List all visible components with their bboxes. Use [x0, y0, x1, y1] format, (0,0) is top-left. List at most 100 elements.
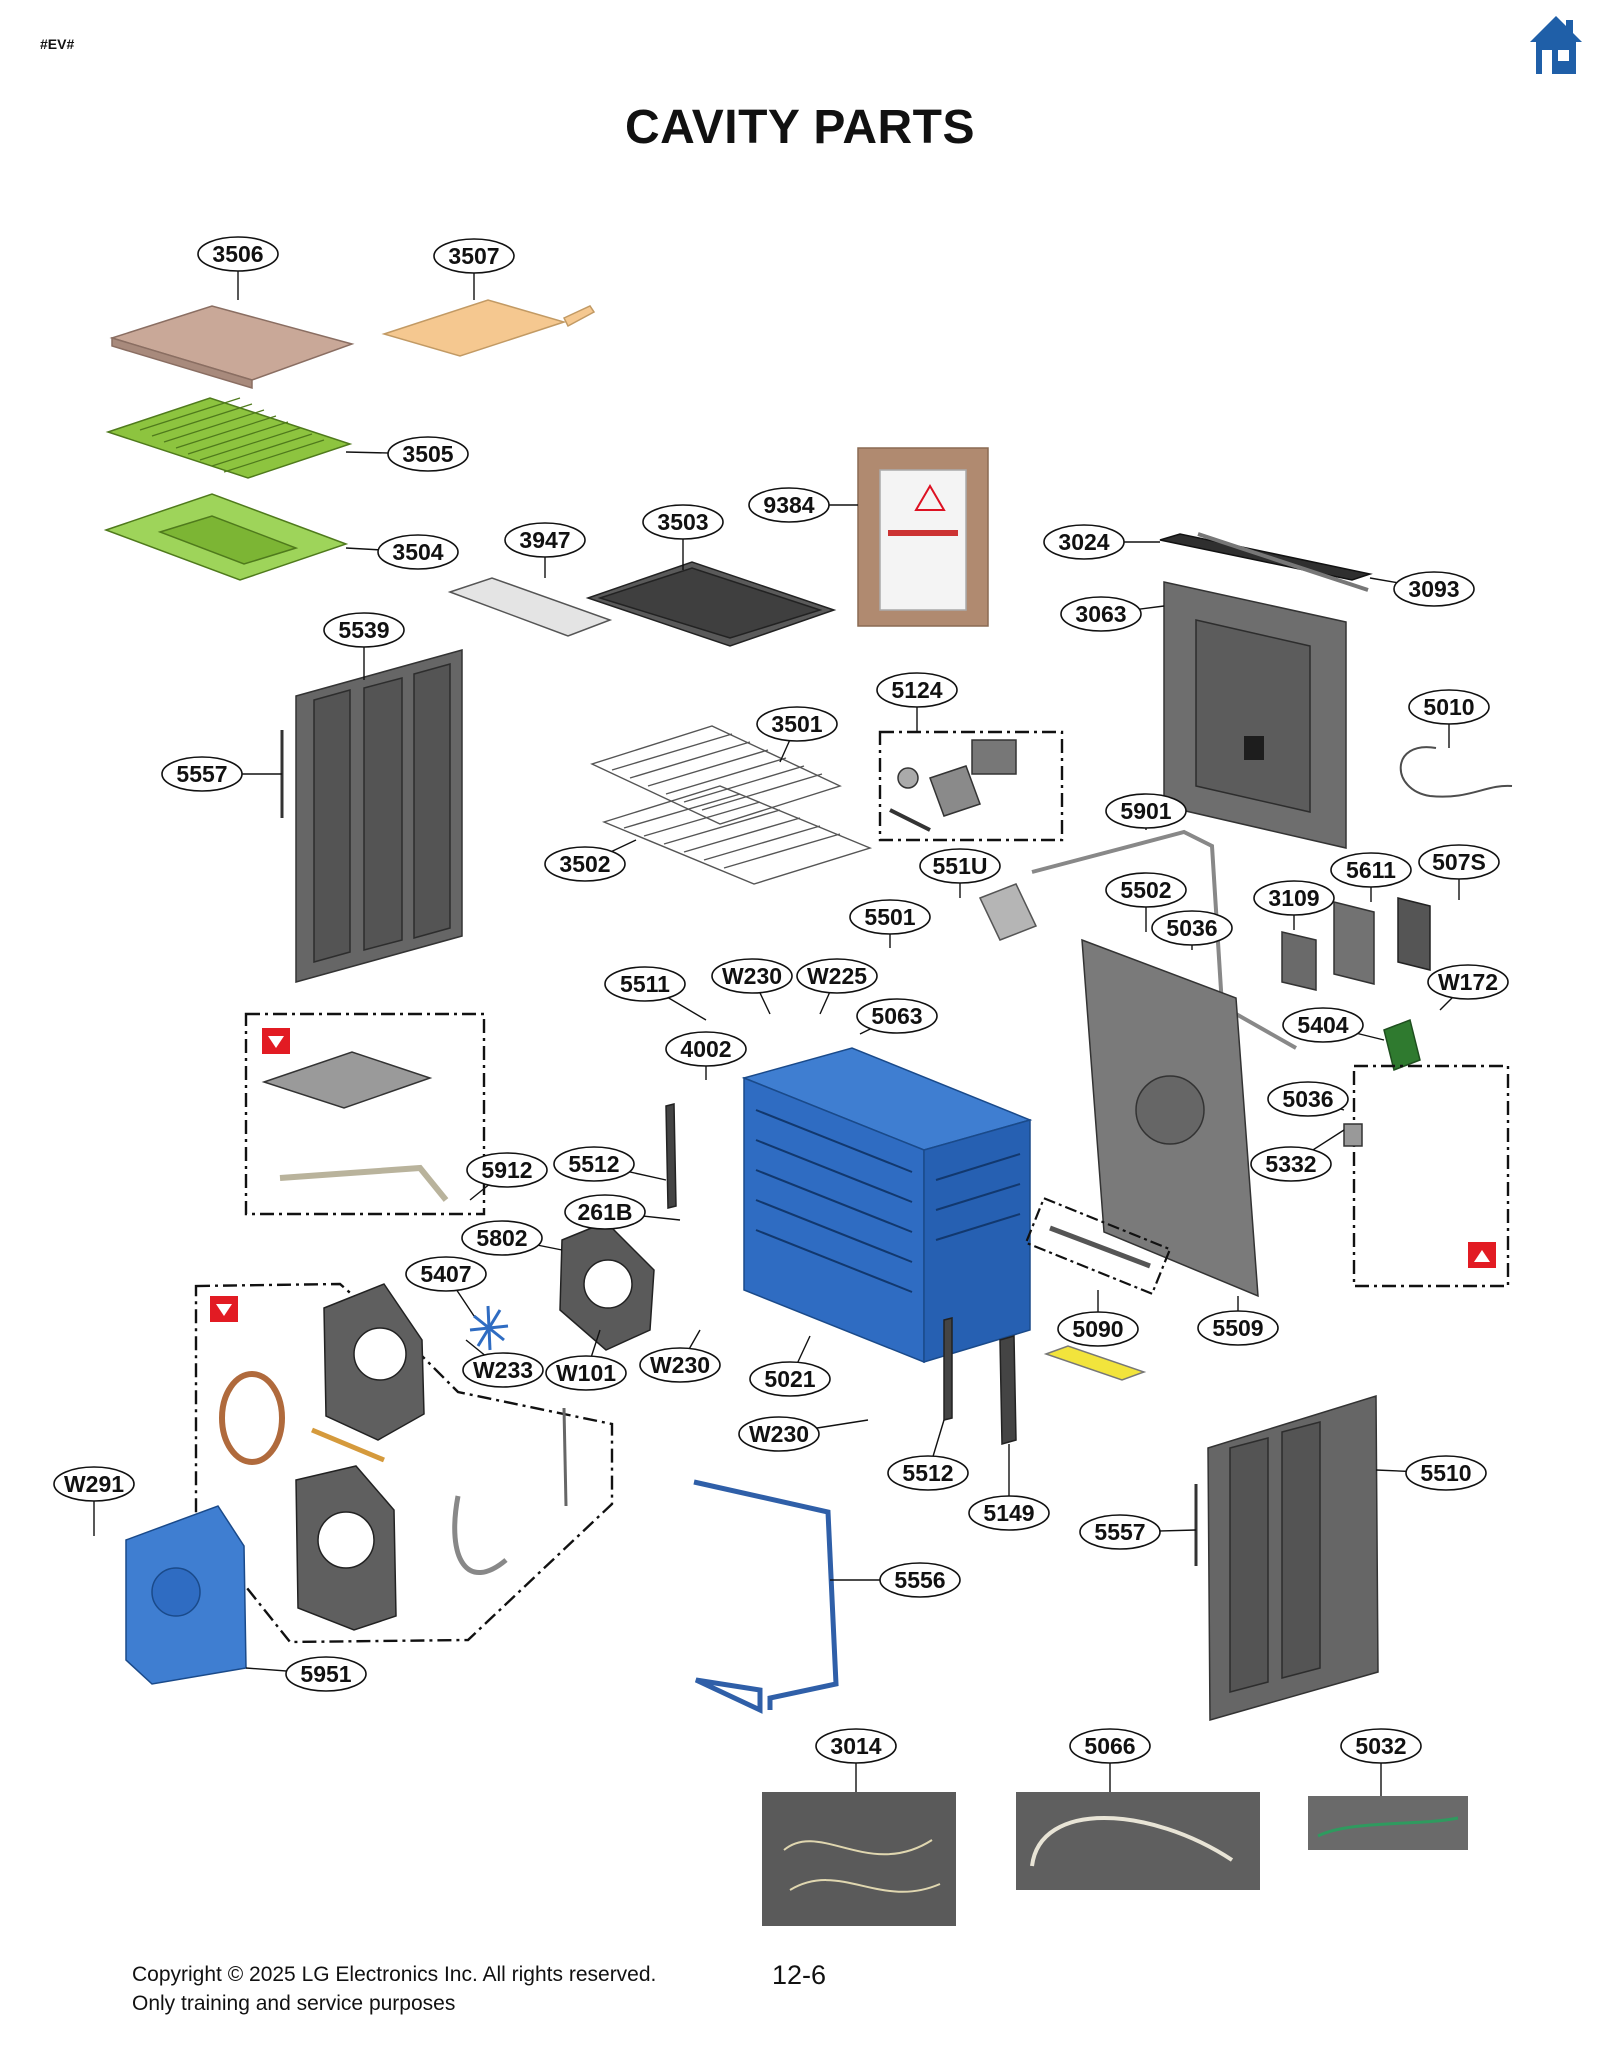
part-3014-harness-photo [762, 1792, 956, 1926]
part-number-label: 5021 [764, 1366, 815, 1392]
callout-bubble [53, 1466, 135, 1502]
part-3502-rack [601, 785, 873, 885]
part-callout: 5557 [1079, 1514, 1197, 1550]
callout-bubble [387, 436, 469, 472]
part-callout: 5539 [323, 612, 405, 680]
part-callout: 9384 [748, 487, 858, 523]
part-callout: W230 [738, 1416, 869, 1452]
part-number-label: W230 [650, 1352, 710, 1378]
part-callout: 3507 [433, 238, 515, 300]
callout-bubble [604, 966, 686, 1002]
part-callout: 5611 [1330, 852, 1412, 902]
part-5611-board [1333, 901, 1375, 985]
part-number-label: 5539 [338, 617, 389, 643]
callout-bubble [1282, 1007, 1364, 1043]
callout-bubble [1267, 1081, 1349, 1117]
part-callout: 5066 [1069, 1728, 1151, 1792]
part-callout: 5407 [405, 1256, 487, 1317]
callout-bubble [553, 1146, 635, 1182]
callout-bubble [564, 1194, 646, 1230]
part-5512-rail-lower [943, 1317, 953, 1421]
part-callout: 5036 [1267, 1081, 1349, 1117]
part-callout: 5149 [968, 1444, 1050, 1531]
part-number-label: 5611 [1346, 857, 1396, 883]
part-callout: 3502 [544, 839, 637, 882]
callout-bubble [1197, 1310, 1279, 1346]
part-number-label: 3024 [1058, 529, 1109, 555]
callout-bubble [856, 998, 938, 1034]
page-tag: #EV# [40, 36, 75, 52]
part-callout: 5912 [466, 1152, 548, 1201]
part-callout: 507S [1418, 844, 1500, 900]
callout-bubble [433, 238, 515, 274]
part-callout: 551U [919, 848, 1001, 898]
callout-bubble [1250, 1146, 1332, 1182]
part-callout: 5036 [1151, 910, 1233, 950]
part-number-label: 5332 [1265, 1151, 1316, 1177]
part-number-label: 5066 [1084, 1733, 1135, 1759]
callout-bubble [1418, 844, 1500, 880]
copyright-text: Copyright © 2025 LG Electronics Inc. All… [132, 1963, 657, 1986]
part-callout: W225 [796, 958, 878, 1015]
part-callout: 5404 [1282, 1007, 1385, 1043]
home-icon[interactable] [1528, 14, 1584, 81]
part-number-label: 3507 [448, 243, 499, 269]
part-convection-group [194, 1282, 614, 1644]
part-number-label: 5912 [481, 1157, 532, 1183]
part-3506-tray [109, 305, 355, 390]
part-number-label: 4002 [680, 1036, 731, 1062]
callout-bubble [462, 1352, 544, 1388]
part-number-label: W230 [749, 1421, 809, 1447]
callout-bubble [711, 958, 793, 994]
callout-bubble [285, 1656, 367, 1692]
part-3507-peel [381, 299, 596, 357]
up-arrow-marker [1468, 1242, 1496, 1268]
part-5407-fan-blade [469, 1305, 509, 1351]
part-number-label: 507S [1432, 849, 1486, 875]
part-5404-relay [1383, 1018, 1421, 1072]
part-callout: 5502 [1105, 872, 1187, 932]
part-5510-side-panel [1207, 1394, 1379, 1721]
part-number-label: 3503 [657, 509, 708, 535]
purpose-text: Only training and service purposes [132, 1992, 456, 2015]
part-callout: 3093 [1369, 571, 1475, 607]
callout-bubble [756, 706, 838, 742]
part-number-label: 5557 [176, 761, 227, 787]
callout-bubble [545, 1355, 627, 1391]
part-number-label: 9384 [763, 492, 814, 518]
part-callout: 5802 [461, 1220, 563, 1256]
callout-bubble [1105, 872, 1187, 908]
callout-bubble [1069, 1728, 1151, 1764]
part-number-label: W225 [807, 963, 867, 989]
part-number-label: 3504 [392, 539, 443, 565]
part-callout: 3109 [1253, 880, 1335, 930]
callout-bubble [1079, 1514, 1161, 1550]
part-callout: 5032 [1340, 1728, 1422, 1796]
part-5802-fan-bracket [559, 1221, 655, 1351]
part-callout: 5951 [245, 1656, 367, 1692]
part-number-label: W291 [64, 1471, 124, 1497]
down-arrow-marker-1 [262, 1028, 290, 1054]
part-number-label: 261B [578, 1199, 633, 1225]
part-number-label: 5407 [420, 1261, 471, 1287]
callout-bubble [887, 1455, 969, 1491]
part-5556-gasket [693, 1479, 839, 1714]
part-callout: 3505 [345, 436, 469, 472]
part-callout: 3014 [815, 1728, 897, 1792]
part-callout: 5556 [830, 1562, 961, 1598]
callout-bubble [748, 487, 830, 523]
part-9384-packet [857, 447, 989, 627]
part-number-label: W172 [1438, 969, 1498, 995]
part-number-label: 3014 [830, 1733, 881, 1759]
part-5032-wire-photo [1308, 1796, 1468, 1850]
part-3063-rear-panel [1163, 581, 1347, 849]
part-number-label: 5510 [1420, 1460, 1471, 1486]
part-number-label: 5511 [620, 971, 670, 997]
callout-bubble [1105, 793, 1187, 829]
callout-bubble [323, 612, 405, 648]
part-number-label: 5509 [1212, 1315, 1263, 1341]
callout-bubble [461, 1220, 543, 1256]
callout-bubble [405, 1256, 487, 1292]
callout-bubble [1405, 1455, 1487, 1491]
part-callout: 3063 [1060, 596, 1165, 632]
